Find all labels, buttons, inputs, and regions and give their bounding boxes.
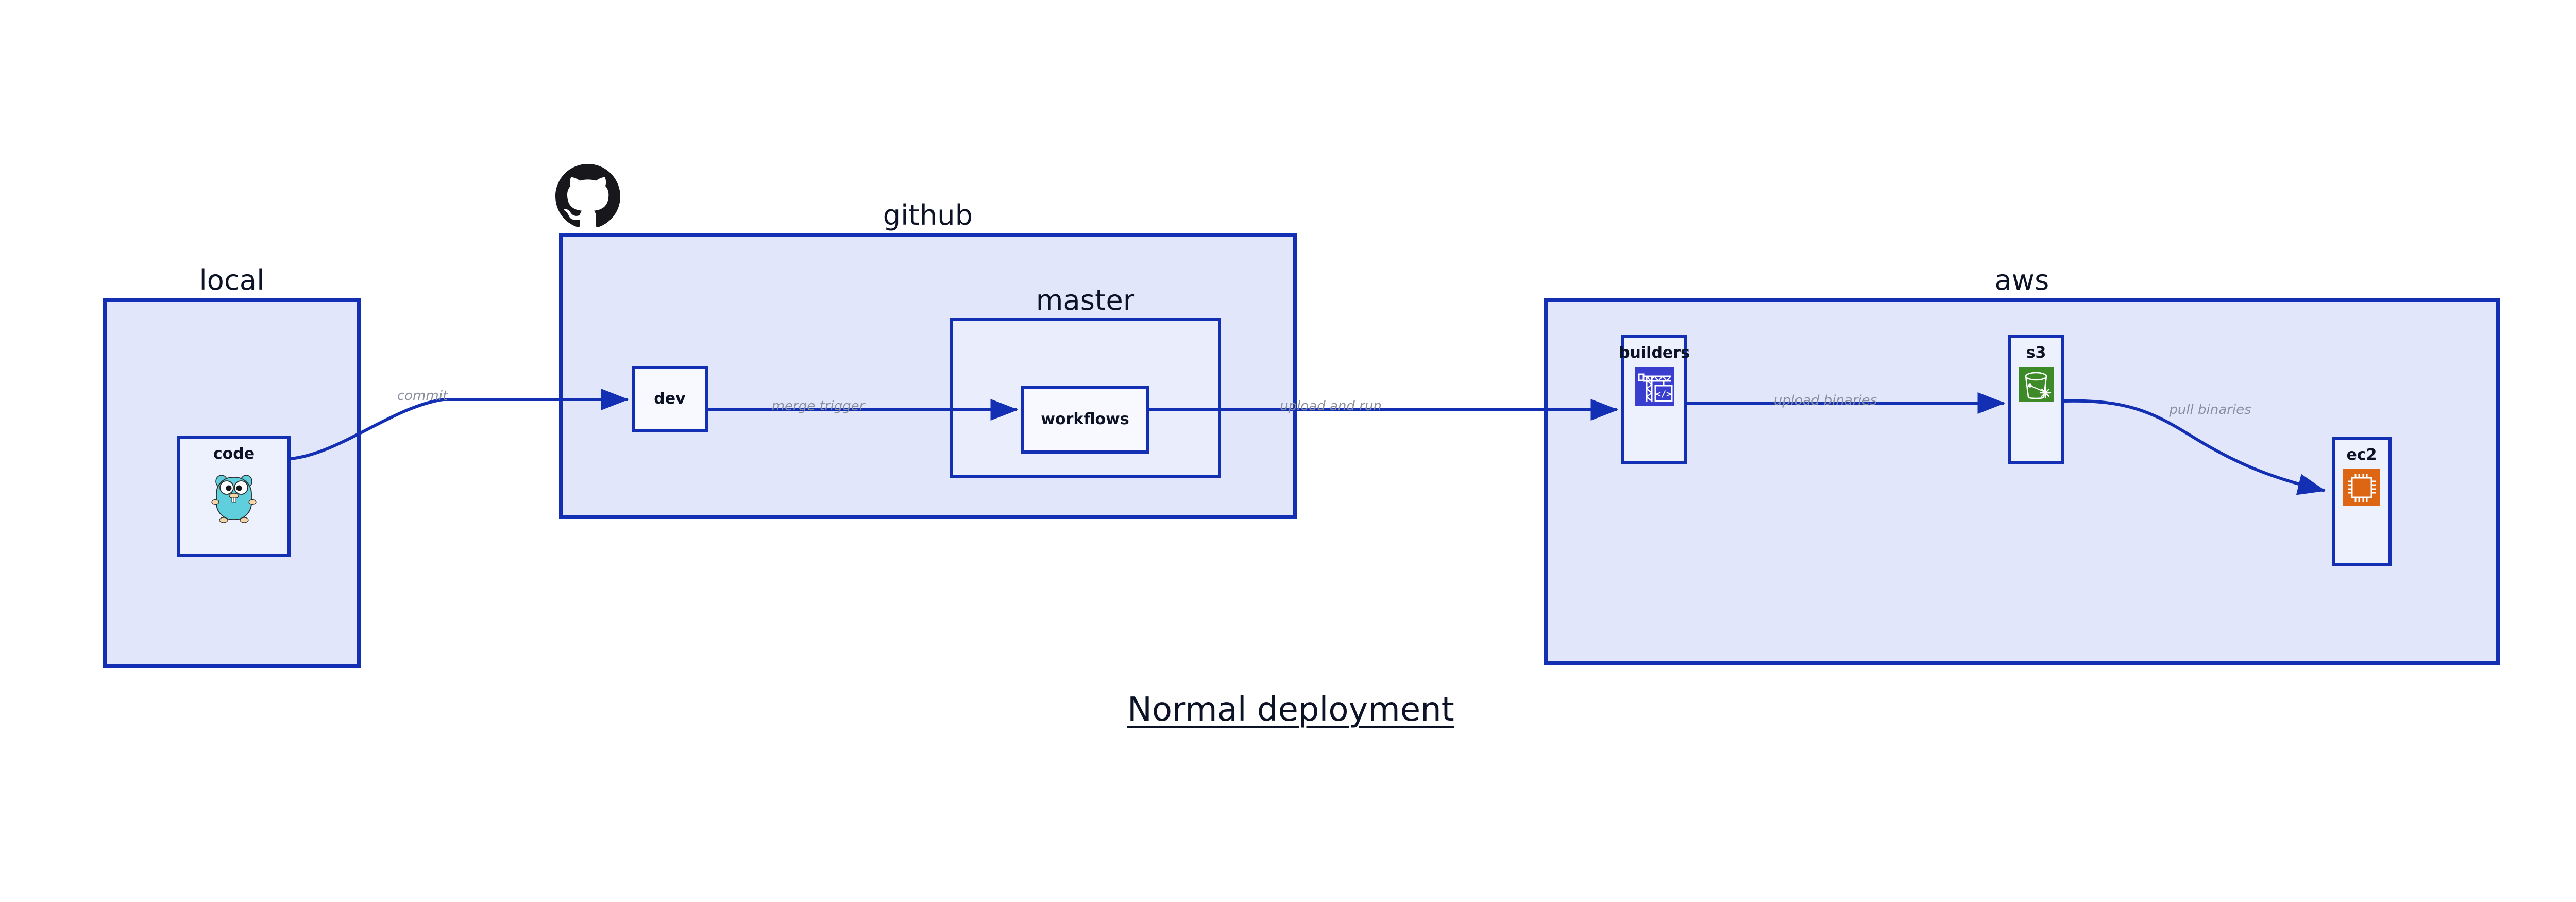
edge-label-upload-and-run: upload and run [1280, 398, 1382, 414]
aws-codebuild-crane-icon: </> [1635, 367, 1674, 408]
aws-s3-bucket-icon [2019, 367, 2054, 404]
group-label-aws: aws [1994, 264, 2049, 296]
edge-label-merge-trigger: merge trigger [771, 398, 865, 414]
node-workflows[interactable]: workflows [1021, 386, 1149, 454]
edge-label-commit: commit [397, 388, 448, 404]
go-gopher-icon [209, 468, 259, 528]
node-label-workflows: workflows [1041, 410, 1129, 428]
node-dev[interactable]: dev [632, 366, 708, 432]
node-builders[interactable]: builders [1619, 335, 1690, 464]
node-label-ec2: ec2 [2346, 446, 2377, 464]
diagram-title: Normal deployment [1127, 691, 1454, 729]
node-s3[interactable]: s3 [2008, 335, 2064, 464]
group-label-github: github [883, 199, 973, 231]
edge-label-pull-binaries: pull binaries [2169, 402, 2251, 417]
node-code[interactable]: code [177, 436, 291, 557]
node-label-dev: dev [654, 390, 686, 408]
aws-ec2-chip-icon [2343, 469, 2380, 508]
node-label-builders: builders [1619, 344, 1690, 362]
node-label-s3: s3 [2026, 344, 2046, 362]
svg-text:</>: </> [1656, 389, 1672, 399]
group-label-master: master [1036, 284, 1135, 316]
group-label-local: local [199, 264, 265, 296]
github-octocat-logo [555, 164, 620, 231]
node-ec2[interactable]: ec2 [2332, 437, 2392, 566]
node-label-code: code [213, 445, 255, 463]
edge-label-upload-binaries: upload binaries [1773, 393, 1877, 408]
